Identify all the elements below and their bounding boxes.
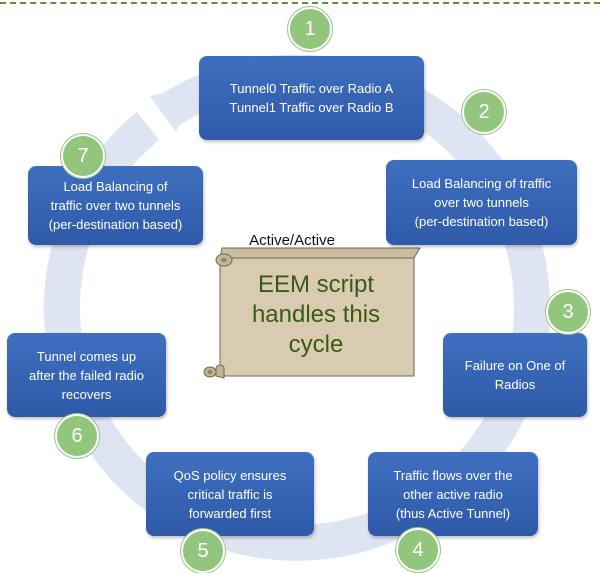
step-5-line-3: forwarded first bbox=[188, 505, 272, 521]
step-1-line-1: Tunnel0 Traffic over Radio A bbox=[229, 81, 394, 96]
step-2-badge: 2 bbox=[462, 90, 506, 134]
step-4-line-1: Traffic flows over the bbox=[393, 467, 513, 483]
step-2-line-2: over two tunnels bbox=[434, 195, 529, 210]
step-7-box: Load Balancing of traffic over two tunne… bbox=[28, 166, 203, 245]
step-6-box: Tunnel comes up after the failed radio r… bbox=[7, 333, 166, 417]
step-5-line-1: QoS policy ensures bbox=[173, 467, 287, 483]
step-5-line-2: critical traffic is bbox=[187, 486, 273, 502]
step-1-box: Tunnel0 Traffic over Radio A Tunnel1 Tra… bbox=[199, 56, 424, 140]
step-7-line-3: (per-destination based) bbox=[48, 217, 183, 232]
step-3-line-1: Failure on One of bbox=[464, 358, 566, 373]
cycle-arrowhead bbox=[150, 86, 196, 132]
step-3-badge: 3 bbox=[546, 290, 590, 334]
step-7-badge: 7 bbox=[61, 134, 105, 178]
scroll-line-1: EEM script bbox=[257, 271, 374, 298]
step-2-line-1: Load Balancing of traffic bbox=[411, 176, 552, 191]
step-3-box: Failure on One of Radios bbox=[443, 333, 587, 417]
step-7-line-2: traffic over two tunnels bbox=[50, 198, 181, 213]
step-5-badge: 5 bbox=[181, 529, 225, 573]
scroll-graphic bbox=[203, 247, 421, 379]
scroll-text: EEM script handles this cycle bbox=[226, 270, 406, 360]
step-5-box: QoS policy ensures critical traffic is f… bbox=[146, 452, 314, 536]
step-6-badge: 6 bbox=[55, 414, 99, 458]
step-7-line-1: Load Balancing of bbox=[63, 179, 168, 194]
step-2-box: Load Balancing of traffic over two tunne… bbox=[386, 160, 577, 245]
scroll-line-3: cycle bbox=[288, 331, 344, 358]
step-6-line-1: Tunnel comes up bbox=[36, 348, 137, 364]
step-4-line-2: other active radio bbox=[403, 486, 503, 502]
step-4-box: Traffic flows over the other active radi… bbox=[368, 452, 538, 536]
step-1-badge: 1 bbox=[288, 7, 332, 51]
top-dashed-border bbox=[0, 2, 600, 4]
step-4-badge: 4 bbox=[396, 528, 440, 572]
step-6-line-3: recovers bbox=[61, 386, 112, 402]
step-2-line-3: (per-destination based) bbox=[414, 214, 549, 229]
step-4-line-3: (thus Active Tunnel) bbox=[395, 505, 511, 521]
active-active-label: Active/Active bbox=[249, 232, 335, 249]
scroll-line-2: handles this bbox=[251, 301, 381, 328]
step-6-line-2: after the failed radio bbox=[29, 367, 144, 383]
step-3-line-2: Radios bbox=[494, 377, 536, 392]
step-1-line-2: Tunnel1 Traffic over Radio B bbox=[229, 100, 394, 115]
